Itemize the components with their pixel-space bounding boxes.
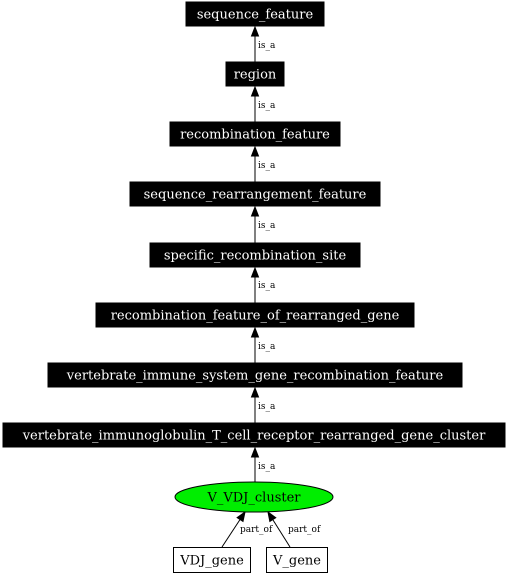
node-label: sequence_rearrangement_feature [144, 188, 367, 203]
node-shape [169, 121, 341, 147]
node-label: recombination_feature [180, 128, 330, 143]
edge-label: is_a [258, 462, 276, 472]
node-shape [174, 481, 334, 513]
edge-arrowhead [236, 510, 246, 523]
edge-vertebrate_immune_system_gene_recombination_feature-to-recombination_feature_of_rearranged_gene: is_a [250, 326, 276, 363]
edge-arrowhead [250, 386, 260, 398]
node-shape [149, 242, 361, 268]
node-V_VDJ_cluster[interactable]: V_VDJ_cluster [174, 481, 334, 513]
edge-arrowhead [250, 205, 260, 217]
edge-arrowhead [250, 25, 260, 37]
node-sequence_rearrangement_feature[interactable]: sequence_rearrangement_feature [129, 181, 381, 207]
edge-label: is_a [258, 281, 276, 291]
edge-label: is_a [258, 342, 276, 352]
node-label: V_gene [272, 554, 321, 569]
node-sequence_feature[interactable]: sequence_feature [185, 1, 325, 27]
edge-arrowhead [250, 326, 260, 338]
node-specific_recombination_site[interactable]: specific_recombination_site [149, 242, 361, 268]
node-VDJ_gene[interactable]: VDJ_gene [173, 547, 251, 573]
edge-arrowhead [250, 145, 260, 157]
node-vertebrate_immune_system_gene_recombination_feature[interactable]: vertebrate_immune_system_gene_recombinat… [47, 362, 463, 388]
edge-arrowhead [250, 446, 260, 458]
node-label: vertebrate_immune_system_gene_recombinat… [66, 369, 444, 384]
edge-label: is_a [258, 161, 276, 171]
edge-label: is_a [258, 41, 276, 51]
edge-recombination_feature_of_rearranged_gene-to-specific_recombination_site: is_a [250, 266, 276, 303]
node-shape [185, 1, 325, 27]
edge-arrowhead [250, 266, 260, 278]
edge-V_gene-to-V_VDJ_cluster: part_of [267, 510, 321, 548]
edge-label: part_of [288, 525, 321, 535]
edge-label: part_of [240, 525, 273, 535]
node-label: specific_recombination_site [164, 249, 347, 264]
node-shape [225, 61, 285, 87]
edge-arrowhead [250, 85, 260, 97]
node-label: V_VDJ_cluster [206, 491, 301, 506]
node-shape [173, 547, 251, 573]
edge-line [272, 519, 291, 548]
edge-specific_recombination_site-to-sequence_rearrangement_feature: is_a [250, 205, 276, 243]
edge-label: is_a [258, 101, 276, 111]
node-label: vertebrate_immunoglobulin_T_cell_recepto… [22, 429, 486, 444]
node-recombination_feature_of_rearranged_gene[interactable]: recombination_feature_of_rearranged_gene [95, 302, 415, 328]
edge-region-to-sequence_feature: is_a [250, 25, 276, 62]
edge-arrowhead [267, 510, 277, 523]
node-label: recombination_feature_of_rearranged_gene [111, 309, 400, 324]
node-region[interactable]: region [225, 61, 285, 87]
node-label: region [234, 68, 277, 83]
node-recombination_feature[interactable]: recombination_feature [169, 121, 341, 147]
node-label: sequence_feature [197, 8, 314, 23]
edge-label: is_a [258, 402, 276, 412]
node-shape [2, 422, 506, 448]
edge-recombination_feature-to-region: is_a [250, 85, 276, 122]
node-V_gene[interactable]: V_gene [266, 547, 328, 573]
edge-VDJ_gene-to-V_VDJ_cluster: part_of [221, 510, 273, 548]
edge-line [221, 519, 241, 548]
edge-vertebrate_immunoglobulin_T_cell_receptor_rearranged_gene_cluster-to-vertebrate_immune_system_gene_recombination_feature: is_a [250, 386, 276, 423]
edge-sequence_rearrangement_feature-to-recombination_feature: is_a [250, 145, 276, 182]
edge-V_VDJ_cluster-to-vertebrate_immunoglobulin_T_cell_receptor_rearranged_gene_cluster: is_a [250, 446, 276, 482]
node-shape [47, 362, 463, 388]
edge-label: is_a [258, 221, 276, 231]
node-label: VDJ_gene [179, 554, 244, 569]
node-shape [95, 302, 415, 328]
node-shape [129, 181, 381, 207]
node-shape [266, 547, 328, 573]
node-vertebrate_immunoglobulin_T_cell_receptor_rearranged_gene_cluster[interactable]: vertebrate_immunoglobulin_T_cell_recepto… [2, 422, 506, 448]
